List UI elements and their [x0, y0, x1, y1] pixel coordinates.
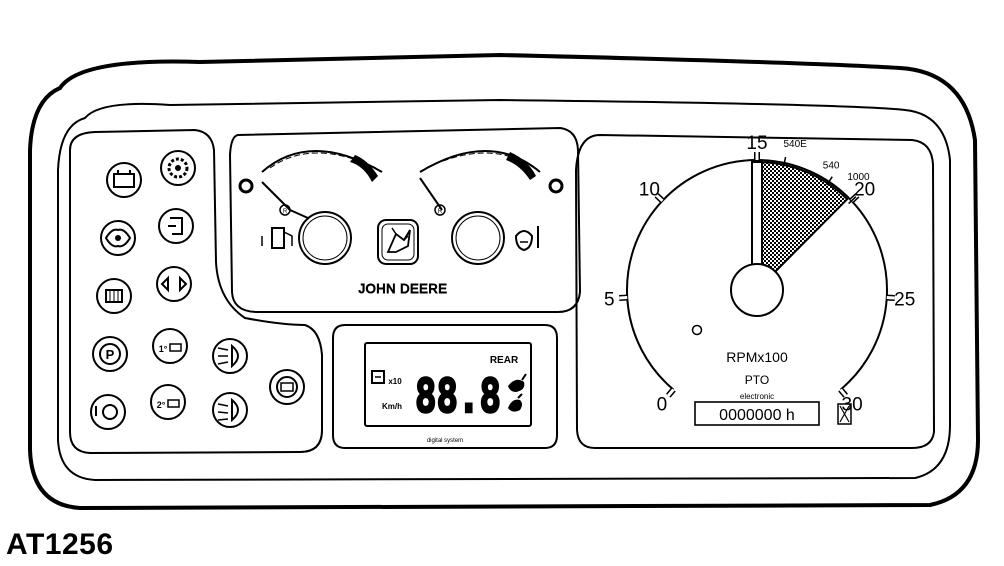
pto-speed-mark: 540	[823, 160, 840, 171]
coolant-temp-icon	[514, 226, 539, 252]
range-1-label: 1°	[159, 344, 168, 354]
rpm-needle-hub	[730, 263, 784, 317]
rpm-tick-label: 25	[894, 290, 915, 311]
pto-icon	[160, 150, 196, 186]
temperature-gauge-marker: R	[438, 209, 443, 215]
hydraulic-filter-icon	[158, 208, 194, 244]
battery-icon	[106, 162, 142, 198]
lcd-screen	[364, 342, 532, 427]
range-2-icon: 2°	[150, 384, 186, 420]
gauge-indicator-dot	[691, 324, 703, 336]
fuel-gauge-marker: R	[283, 209, 288, 215]
figure-id: AT1256	[6, 528, 114, 561]
pto-speed-tick	[826, 176, 833, 186]
pto-speed-mark: 1000	[847, 172, 870, 183]
temperature-gauge: R	[419, 150, 564, 265]
rpm-sub-label: PTO	[745, 373, 769, 387]
park-brake-icon: P	[92, 336, 128, 372]
brand-logo	[377, 219, 419, 265]
oil-pressure-icon	[100, 220, 136, 256]
pto-range-sector	[756, 160, 849, 276]
fuel-gauge-hub	[298, 211, 352, 265]
wheel-slip-icon	[371, 370, 385, 384]
range-2-label: 2°	[157, 400, 166, 410]
lcd-unit-label: Km/h	[382, 402, 402, 411]
trailer-brake-icon	[269, 369, 305, 405]
hour-meter-caption: electronic	[740, 392, 774, 401]
air-filter-icon	[96, 278, 132, 314]
lcd-mode-label: REAR	[490, 355, 519, 366]
rpm-scale-arc	[626, 159, 888, 391]
lcd-multiplier-label: x10	[388, 377, 402, 386]
hour-meter-frame	[694, 401, 820, 426]
cluster-bezel-inner	[57, 98, 951, 482]
pto-speed-tick	[782, 156, 787, 167]
rpm-gauge: 0 5 10 15 20 25 30 540E 540 1000	[604, 133, 915, 415]
lcd-contents: REAR x10 88.8 Km/h digital system	[371, 355, 527, 444]
lcd-readout: 88.8	[415, 369, 501, 423]
brand-wordmark: JOHN DEERE	[359, 281, 448, 296]
cluster-housing-outer	[28, 52, 981, 511]
turtle-icon	[508, 393, 523, 412]
fuel-gauge: R	[238, 150, 383, 265]
lcd-caption: digital system	[427, 438, 463, 444]
temperature-gauge-hub	[451, 211, 505, 265]
turn-signal-icon	[156, 266, 192, 302]
rabbit-icon	[508, 373, 527, 392]
center-gauge-panel	[228, 126, 582, 313]
brake-fluid-icon	[90, 394, 126, 430]
rpm-tick-inner	[655, 194, 664, 202]
rpm-tick-label: 0	[657, 394, 668, 415]
rpm-tick-label: 15	[746, 133, 767, 154]
rpm-tick-label: 10	[639, 179, 660, 200]
rpm-tick-label: 5	[604, 290, 615, 311]
range-1-icon: 1°	[152, 328, 188, 364]
low-beam-icon	[212, 392, 248, 428]
rpm-tick-label: 30	[842, 394, 863, 415]
svg-text:P: P	[106, 347, 115, 362]
pto-speed-mark: 540E	[783, 139, 807, 150]
rpm-tick-inner	[839, 388, 847, 397]
pto-speed-tick	[848, 196, 857, 205]
fuel-pump-icon	[261, 227, 293, 249]
rpm-tick-inner	[667, 388, 675, 397]
hour-meter-value: 0000000 h	[719, 407, 795, 424]
warning-lights: P 1° 2°	[90, 150, 305, 430]
lcd-panel	[332, 324, 558, 449]
fuel-gauge-lamp	[238, 178, 254, 194]
rpm-unit-label: RPMx100	[726, 349, 788, 365]
rpm-tick-label: 20	[854, 179, 875, 200]
rpm-panel	[574, 133, 936, 449]
hourglass-icon	[837, 403, 852, 425]
warning-panel	[69, 128, 323, 455]
high-beam-icon	[212, 338, 248, 374]
temperature-gauge-lamp	[548, 178, 564, 194]
